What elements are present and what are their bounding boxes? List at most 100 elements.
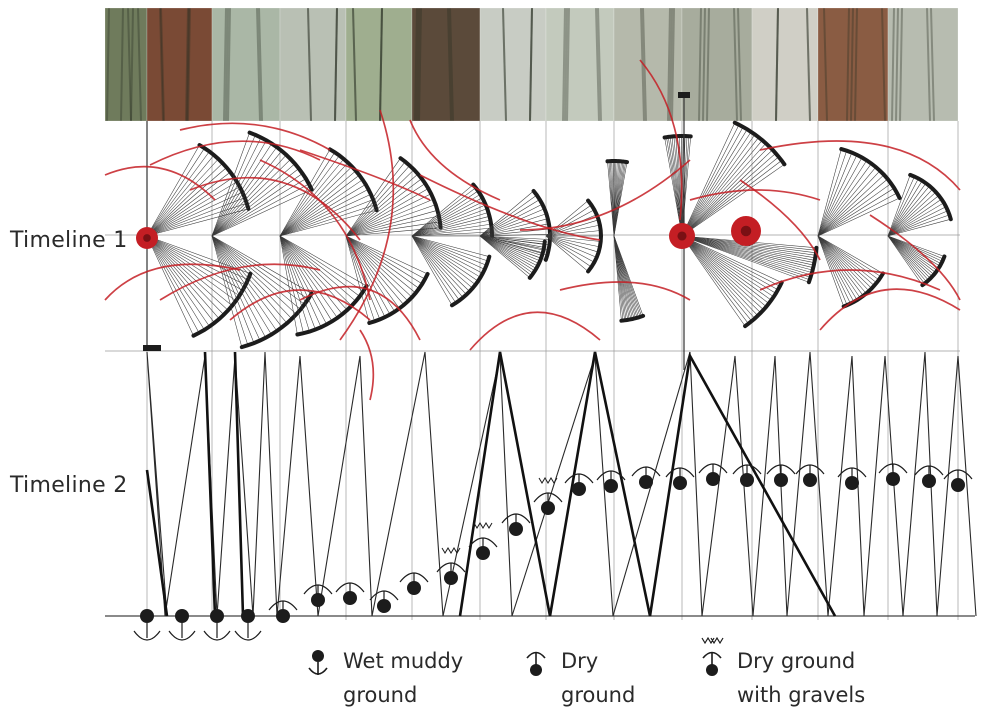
fan-spoke [817, 178, 888, 237]
fan-spoke [479, 199, 540, 237]
fan-spoke [887, 235, 933, 277]
legend-wet-line2: ground [343, 683, 418, 707]
fan-rim [531, 189, 553, 262]
fan-spoke [279, 235, 327, 325]
red-arc [229, 289, 371, 321]
photo-tile [818, 8, 888, 121]
fan-spoke [545, 235, 601, 242]
photo-tree-trunk [502, 7, 507, 122]
dry-marker [732, 464, 762, 487]
fan-spoke [345, 193, 432, 237]
fan-lower [211, 235, 314, 350]
fan-spoke [681, 235, 767, 307]
fan-lower [479, 235, 547, 280]
dry-marker [399, 572, 429, 595]
fan-rim [191, 271, 253, 338]
red-dot-center [677, 231, 687, 241]
photo-tree-trunk [733, 7, 738, 122]
fan-spoke [411, 235, 460, 301]
fan-spoke [817, 149, 842, 237]
fan-spoke [411, 227, 492, 237]
fan-spoke [345, 215, 439, 237]
marker-dot [845, 476, 859, 490]
fan-spoke [681, 235, 764, 311]
marker-dot [377, 599, 391, 613]
red-arc [179, 122, 331, 151]
photo-tree-trunk [737, 7, 742, 122]
photo-tree-trunk [775, 7, 779, 122]
legend-wet-label: Wet muddy ground [343, 644, 463, 712]
fan-spoke [681, 143, 767, 237]
fan-cap [678, 92, 690, 98]
red-arc [339, 109, 395, 341]
fan-upper [411, 182, 494, 238]
fan-spoke [146, 235, 215, 323]
fan-spoke [411, 190, 479, 237]
legend-gravel-line2: with gravels [737, 683, 866, 707]
fan-spoke [146, 235, 237, 302]
fan-spoke [681, 235, 816, 259]
dry-marker [501, 513, 531, 536]
fan-spoke [279, 152, 336, 237]
photo-tree-trunk [379, 7, 383, 122]
fan-spoke [887, 202, 945, 237]
marker-dot [276, 609, 290, 623]
fan-spoke [817, 235, 880, 281]
fan-spoke [479, 235, 545, 245]
fan-rim [197, 143, 251, 211]
marker-gravel [473, 522, 493, 529]
legend-wet-line1: Wet muddy [343, 649, 464, 673]
fan-spoke [479, 235, 534, 274]
fan-spoke [146, 235, 220, 320]
red-arc [409, 119, 501, 201]
marker-dot [476, 546, 490, 560]
photo-tree-trunk [899, 7, 903, 122]
fan-spoke [545, 235, 599, 253]
fan-spoke [211, 235, 309, 300]
marker-dot [210, 609, 224, 623]
fan-spoke [279, 174, 360, 237]
photo-tree-trunk [185, 7, 189, 122]
photo-tile [546, 8, 614, 121]
fan-spoke [887, 191, 937, 237]
fan-spoke [681, 235, 813, 271]
fan-rim [450, 254, 492, 308]
fan-spoke [146, 158, 219, 237]
marker-gravel [538, 477, 558, 484]
fan-spoke [411, 235, 453, 306]
fan-spoke [887, 235, 939, 269]
fan-spoke [681, 235, 758, 316]
fan-rim [247, 130, 314, 192]
fan-upper [817, 147, 902, 237]
marker-dot [444, 571, 458, 585]
fan-spoke [411, 235, 481, 278]
photo-tree-trunk [352, 7, 357, 122]
fan-spoke [211, 189, 312, 237]
photo-tree-trunk [334, 7, 338, 122]
fan-spoke [479, 208, 545, 237]
wet-marker [234, 609, 262, 641]
fan-spoke [479, 223, 549, 237]
photo-tree-trunk [160, 7, 165, 122]
fan-spoke [211, 235, 261, 341]
zigzag-line [146, 351, 977, 617]
photo-tree-trunk [698, 7, 702, 122]
fan-upper [211, 130, 314, 237]
fan-rim [662, 134, 693, 140]
fan-spoke [887, 218, 951, 237]
dry-marker [943, 469, 973, 492]
red-arc [189, 176, 361, 241]
fan-spoke [545, 219, 599, 237]
photo-tree-trunk [671, 7, 675, 122]
dry-marker [914, 465, 944, 488]
fan-spoke [681, 235, 772, 301]
fan-spoke [545, 214, 597, 237]
fan-spoke [545, 230, 601, 237]
fan-spoke [279, 235, 304, 334]
fan-spoke [211, 235, 292, 319]
wet-muddy-ground-icon [308, 650, 328, 675]
fan-spoke [279, 235, 322, 328]
red-dot-center [143, 234, 151, 242]
marker-dot [639, 475, 653, 489]
